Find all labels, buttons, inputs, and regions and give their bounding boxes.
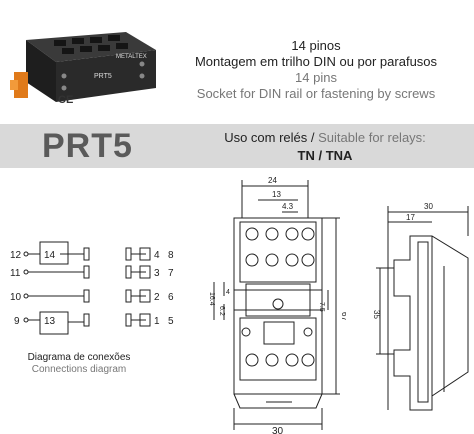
pin-9: 9 (14, 316, 20, 327)
use-en: Suitable for relays: (318, 130, 426, 145)
pin-10: 10 (10, 292, 22, 303)
pin-14: 14 (44, 250, 56, 261)
dim-7-5: 7.5 (318, 302, 325, 312)
dim-4: 4 (226, 289, 230, 296)
pin-11: 11 (10, 268, 21, 279)
product-photo: METALTEX PRT5 (6, 10, 166, 110)
dim-16-4: 16.4 (208, 292, 215, 306)
dim-24: 24 (268, 176, 277, 185)
ce-mark: CE (58, 94, 74, 106)
side-dimension-drawing: 30 17 35 (372, 202, 469, 411)
pins-pt: 14 pinos (291, 38, 341, 53)
pin-13: 13 (44, 316, 56, 327)
pin-6: 6 (168, 292, 174, 303)
photo-brand-label: METALTEX (116, 54, 147, 60)
dim-17: 17 (406, 213, 415, 222)
mount-pt: Montagem em trilho DIN ou por parafusos (194, 54, 438, 69)
mount-en: Socket for DIN rail or fastening by scre… (196, 86, 436, 101)
dim-4-3: 4.3 (282, 202, 294, 211)
header-text-block: 14 pinos Montagem em trilho DIN ou por p… (166, 38, 466, 102)
dim-30-bottom: 30 (272, 426, 284, 434)
pin-5: 5 (168, 316, 174, 327)
relay-types: TN / TNA (297, 148, 353, 163)
use-pt: Uso com relés / (224, 130, 315, 145)
dim-30-depth: 30 (424, 202, 433, 211)
connections-diagram: 12 14 11 10 9 13 4 8 3 7 2 6 1 5 (10, 241, 174, 335)
pins-en: 14 pins (295, 70, 337, 85)
pin-3: 3 (154, 268, 160, 279)
pin-12: 12 (10, 250, 22, 261)
connections-caption-pt: Diagrama de conexões (27, 352, 131, 363)
pin-7: 7 (168, 268, 174, 279)
model-title: PRT5 (42, 127, 133, 165)
photo-model-label: PRT5 (94, 73, 112, 80)
dim-35: 35 (372, 310, 381, 319)
dim-6-2: 6.2 (218, 306, 225, 316)
pin-8: 8 (168, 250, 174, 261)
connections-caption-en: Connections diagram (31, 364, 127, 375)
pin-4: 4 (154, 250, 160, 261)
pin-2: 2 (154, 292, 160, 303)
socket-photo-graphic: METALTEX PRT5 (10, 32, 156, 102)
title-band (0, 124, 474, 168)
front-dimension-drawing: 24 13 4.3 67 7.5 16.4 6.2 4 30 (208, 176, 346, 434)
dim-13: 13 (272, 190, 281, 199)
suitable-line: Uso com relés / Suitable for relays: (190, 130, 460, 145)
dim-67: 67 (340, 312, 346, 321)
pin-1: 1 (154, 316, 160, 327)
